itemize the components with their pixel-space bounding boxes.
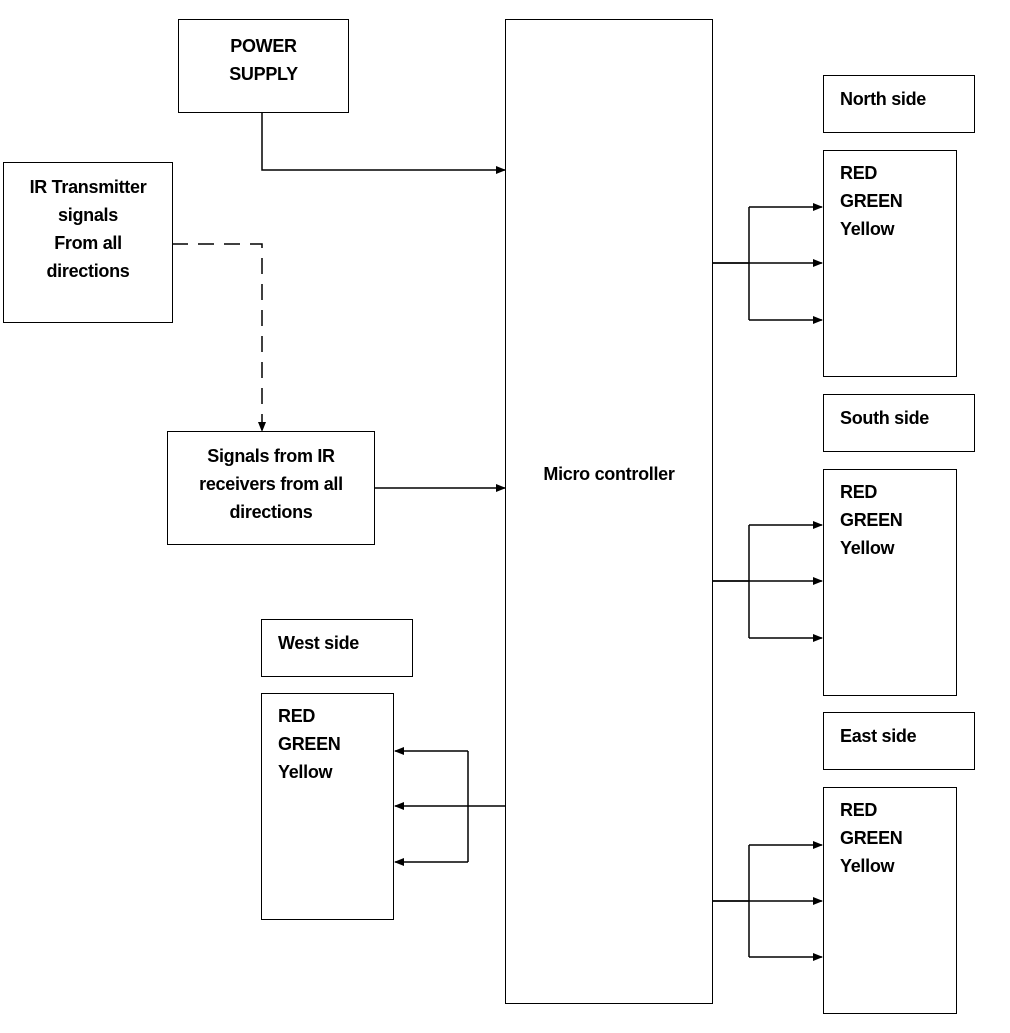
ir-receivers-box: Signals from IR receivers from all direc… xyxy=(167,431,375,545)
ir-receivers-line: Signals from IR xyxy=(207,446,335,466)
ir-receivers-line: receivers from all xyxy=(199,474,343,494)
east-light-green: GREEN xyxy=(840,828,903,848)
west-label: West side xyxy=(278,633,359,653)
east-light-yellow: Yellow xyxy=(840,856,895,876)
north-light-green: GREEN xyxy=(840,191,903,211)
north-light-box: RED GREEN Yellow xyxy=(823,150,957,377)
power-supply-line: POWER xyxy=(230,36,297,56)
ir-transmitter-line: From all xyxy=(54,233,122,253)
north-light-yellow: Yellow xyxy=(840,219,895,239)
east-light-red: RED xyxy=(840,800,878,820)
west-light-red: RED xyxy=(278,706,316,726)
ir-transmitter-line: directions xyxy=(46,261,130,281)
east-label-box: East side xyxy=(823,712,975,770)
power-supply-line: SUPPLY xyxy=(229,64,298,84)
power-to-mc-arrow xyxy=(261,113,506,174)
ir-transmitter-line: signals xyxy=(58,205,118,225)
ir-receivers-line: directions xyxy=(229,502,313,522)
microcontroller-box: Micro controller xyxy=(505,19,713,1004)
north-label: North side xyxy=(840,89,927,109)
south-label-box: South side xyxy=(823,394,975,452)
west-label-box: West side xyxy=(261,619,413,677)
south-light-red: RED xyxy=(840,482,878,502)
east-light-box: RED GREEN Yellow xyxy=(823,787,957,1014)
south-light-box: RED GREEN Yellow xyxy=(823,469,957,696)
west-light-box: RED GREEN Yellow xyxy=(261,693,394,920)
ir-transmitter-box: IR Transmitter signals From all directio… xyxy=(3,162,173,323)
north-label-box: North side xyxy=(823,75,975,133)
south-light-yellow: Yellow xyxy=(840,538,895,558)
microcontroller-label: Micro controller xyxy=(543,464,675,484)
south-light-green: GREEN xyxy=(840,510,903,530)
south-label: South side xyxy=(840,408,930,428)
west-light-yellow: Yellow xyxy=(278,762,333,782)
ir-transmitter-line: IR Transmitter xyxy=(29,177,147,197)
east-label: East side xyxy=(840,726,917,746)
power-supply-box: POWER SUPPLY xyxy=(178,19,349,113)
ir-dashed-signal-arrow xyxy=(172,243,266,432)
west-light-green: GREEN xyxy=(278,734,341,754)
north-light-red: RED xyxy=(840,163,878,183)
